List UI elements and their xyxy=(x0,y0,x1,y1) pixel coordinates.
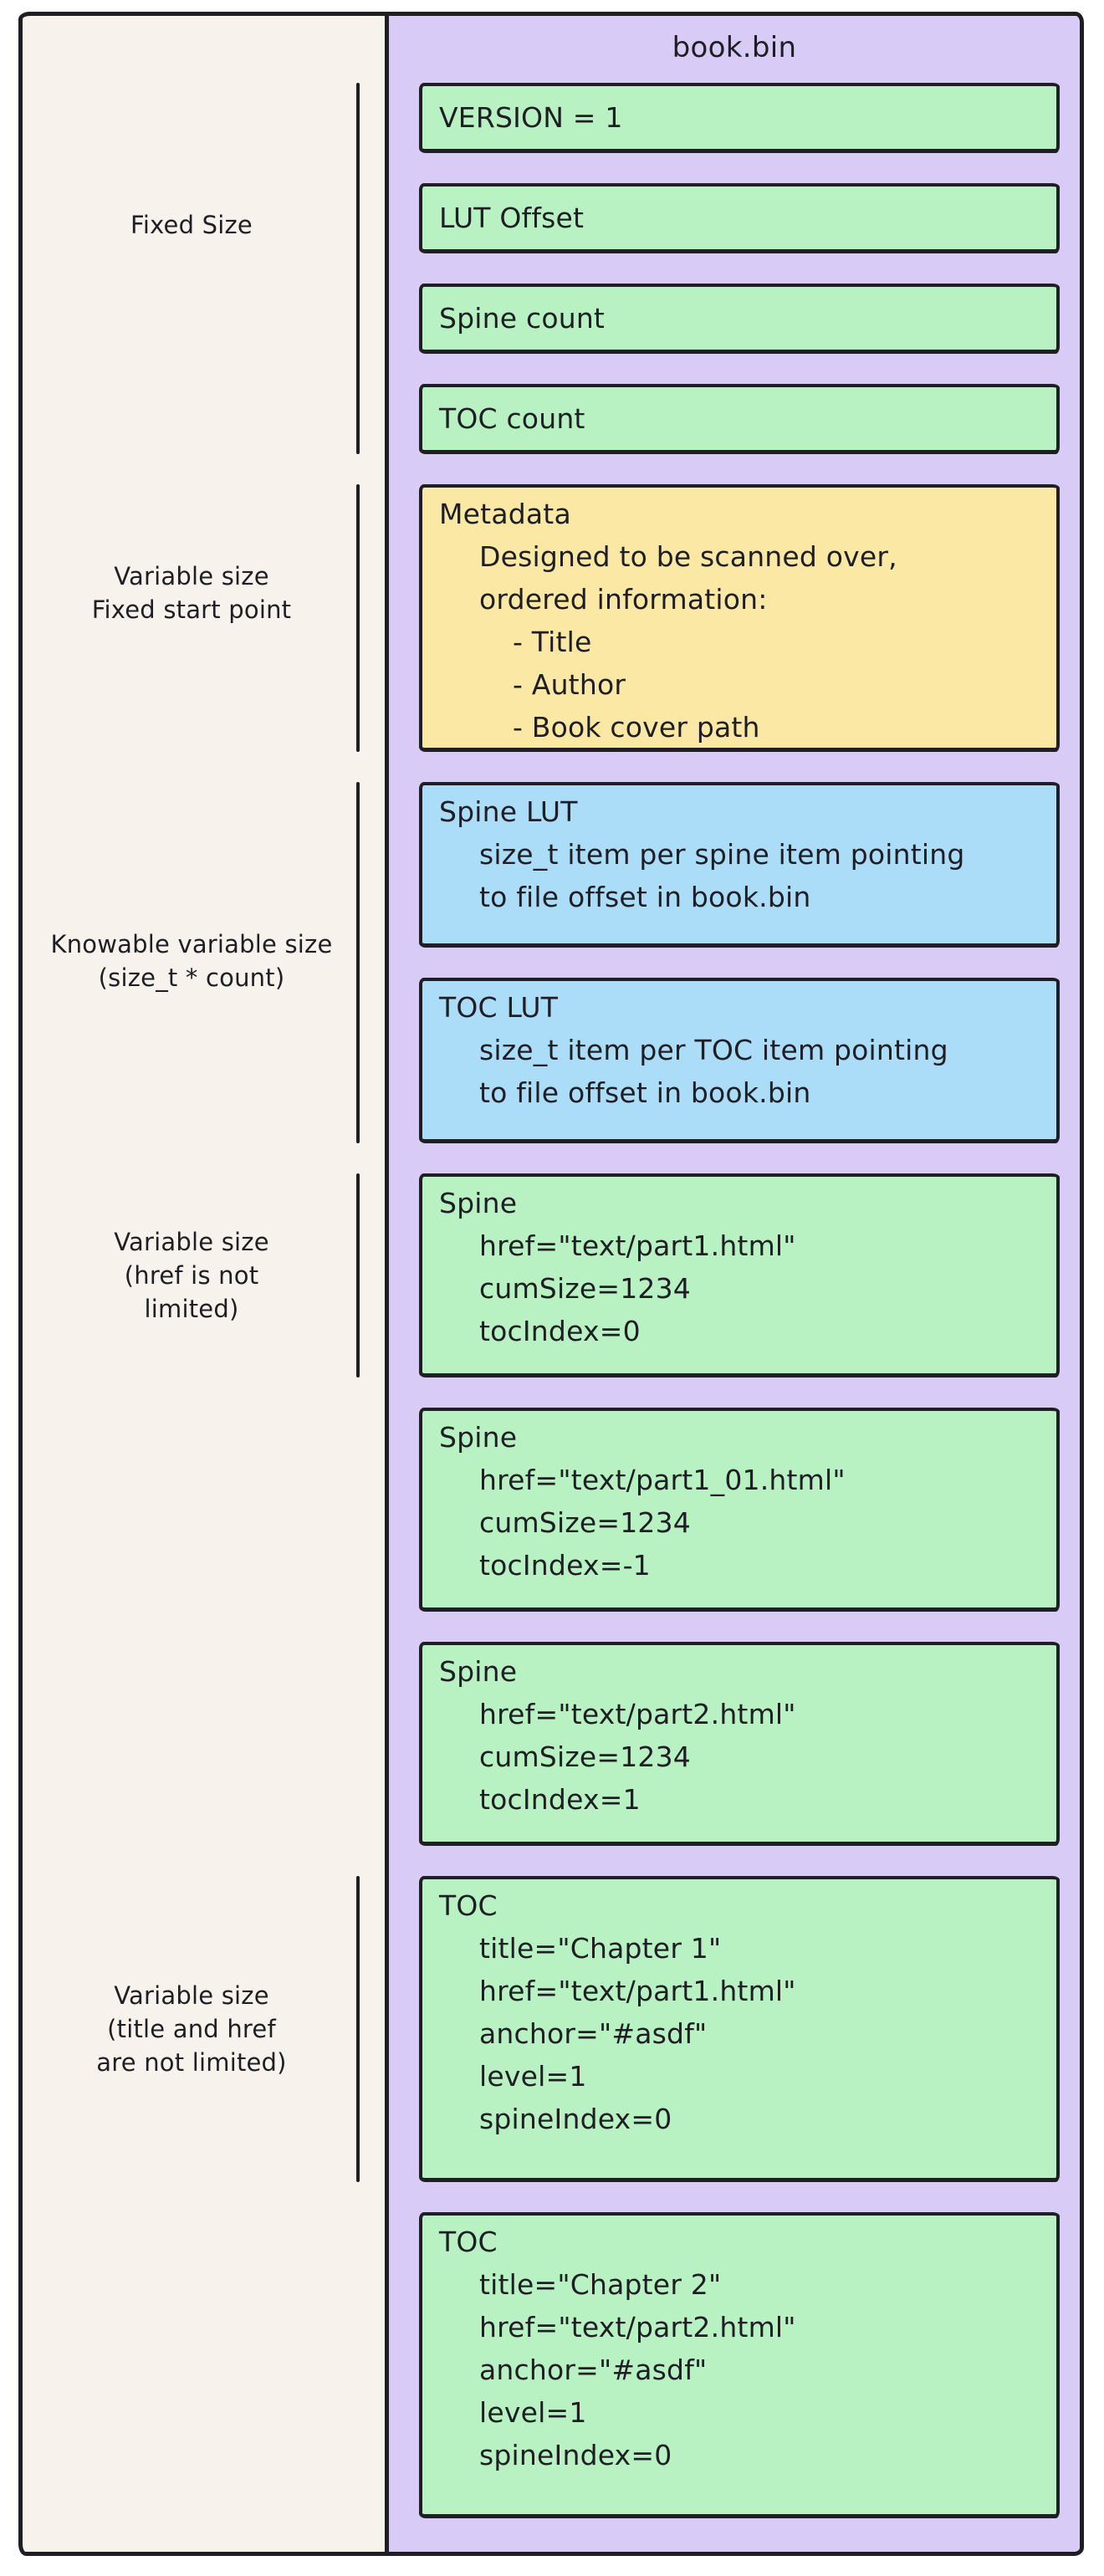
box-line: href="text/part1_01.html" xyxy=(479,1464,846,1496)
size-label-knowable-variable-size: Knowable variable size (size_t * count) xyxy=(38,928,345,994)
box-line: Spine xyxy=(439,1187,518,1219)
size-label-line: Variable size xyxy=(114,1981,269,2010)
box-line: cumSize=1234 xyxy=(479,1272,691,1305)
size-bracket-variable-size-title-href xyxy=(356,1876,360,2182)
box-spine-count: Spine count xyxy=(419,284,1060,354)
box-line: to file offset in book.bin xyxy=(479,1076,811,1109)
size-bracket-variable-size-fixed-start xyxy=(356,484,360,752)
size-label-line: Fixed start point xyxy=(91,595,292,624)
box-toc-1: TOC title="Chapter 1" href="text/part1.htm… xyxy=(419,1876,1060,2182)
box-line: TOC xyxy=(439,2226,498,2258)
box-line: href="text/part2.html" xyxy=(479,2311,796,2343)
size-bracket-knowable-variable-size xyxy=(356,782,360,1143)
file-title: book.bin xyxy=(672,31,797,64)
size-label-line: limited) xyxy=(144,1295,239,1323)
box-line: tocIndex=0 xyxy=(479,1315,641,1347)
box-line: tocIndex=-1 xyxy=(479,1549,651,1582)
size-label-variable-size-title-href: Variable size (title and href are not limi… xyxy=(38,1979,345,2079)
box-line: VERSION = 1 xyxy=(439,101,623,134)
size-bracket-variable-size-href xyxy=(356,1173,360,1377)
box-line: cumSize=1234 xyxy=(479,1506,691,1539)
box-line: size_t item per TOC item pointing xyxy=(479,1034,948,1066)
size-label-line: (href is not xyxy=(124,1261,259,1290)
box-line: level=1 xyxy=(479,2060,587,2093)
box-spine-3: Spine href="text/part2.html" cumSize=1234 t… xyxy=(419,1642,1060,1846)
box-line: Spine count xyxy=(439,302,606,335)
box-line: anchor="#asdf" xyxy=(479,2354,708,2386)
box-spine-lut: Spine LUT size_t item per spine item poin… xyxy=(419,782,1060,948)
box-toc-count: TOC count xyxy=(419,384,1060,454)
box-line: TOC LUT xyxy=(439,991,559,1024)
size-label-line: (size_t * count) xyxy=(98,963,285,992)
box-line: cumSize=1234 xyxy=(479,1740,691,1773)
box-line: LUT Offset xyxy=(439,202,585,234)
size-label-line: are not limited) xyxy=(96,2048,287,2077)
box-line: - Title xyxy=(513,626,592,658)
size-label-variable-size-href: Variable size (href is not limited) xyxy=(38,1225,345,1326)
box-line: Spine xyxy=(439,1655,518,1688)
box-line: title="Chapter 2" xyxy=(479,2268,722,2301)
box-line: - Author xyxy=(513,668,626,701)
box-line: - Book cover path xyxy=(513,711,760,744)
size-label-line: (title and href xyxy=(107,2015,276,2043)
box-line: anchor="#asdf" xyxy=(479,2017,708,2050)
size-label-line: Variable size xyxy=(114,1228,269,1256)
box-line: Metadata xyxy=(439,498,571,530)
box-line: TOC count xyxy=(439,402,585,435)
box-line: Spine xyxy=(439,1421,518,1454)
box-line: to file offset in book.bin xyxy=(479,881,811,913)
size-label-fixed-size: Fixed Size xyxy=(38,208,345,242)
box-line: spineIndex=0 xyxy=(479,2439,672,2471)
box-spine-2: Spine href="text/part1_01.html" cumSize=12… xyxy=(419,1408,1060,1612)
box-line: Spine LUT xyxy=(439,795,578,828)
box-line: level=1 xyxy=(479,2396,587,2429)
box-line: tocIndex=1 xyxy=(479,1783,641,1816)
box-version: VERSION = 1 xyxy=(419,83,1060,153)
box-line: ordered information: xyxy=(479,583,768,616)
size-label-line: Fixed Size xyxy=(130,211,253,239)
box-line: title="Chapter 1" xyxy=(479,1932,722,1965)
box-line: TOC xyxy=(439,1889,498,1922)
box-line: href="text/part2.html" xyxy=(479,1698,796,1730)
box-line: size_t item per spine item pointing xyxy=(479,838,965,871)
box-spine-1: Spine href="text/part1.html" cumSize=1234 t… xyxy=(419,1173,1060,1377)
box-line: href="text/part1.html" xyxy=(479,1229,796,1262)
box-line: href="text/part1.html" xyxy=(479,1975,796,2007)
size-bracket-fixed-size xyxy=(356,83,360,454)
box-toc-2: TOC title="Chapter 2" href="text/part2.htm… xyxy=(419,2212,1060,2518)
size-label-line: Variable size xyxy=(114,562,269,590)
size-label-line: Knowable variable size xyxy=(50,930,333,958)
box-line: spineIndex=0 xyxy=(479,2103,672,2135)
box-toc-lut: TOC LUT size_t item per TOC item pointing… xyxy=(419,978,1060,1143)
box-line: Designed to be scanned over, xyxy=(479,540,897,573)
box-lut-offset: LUT Offset xyxy=(419,183,1060,253)
